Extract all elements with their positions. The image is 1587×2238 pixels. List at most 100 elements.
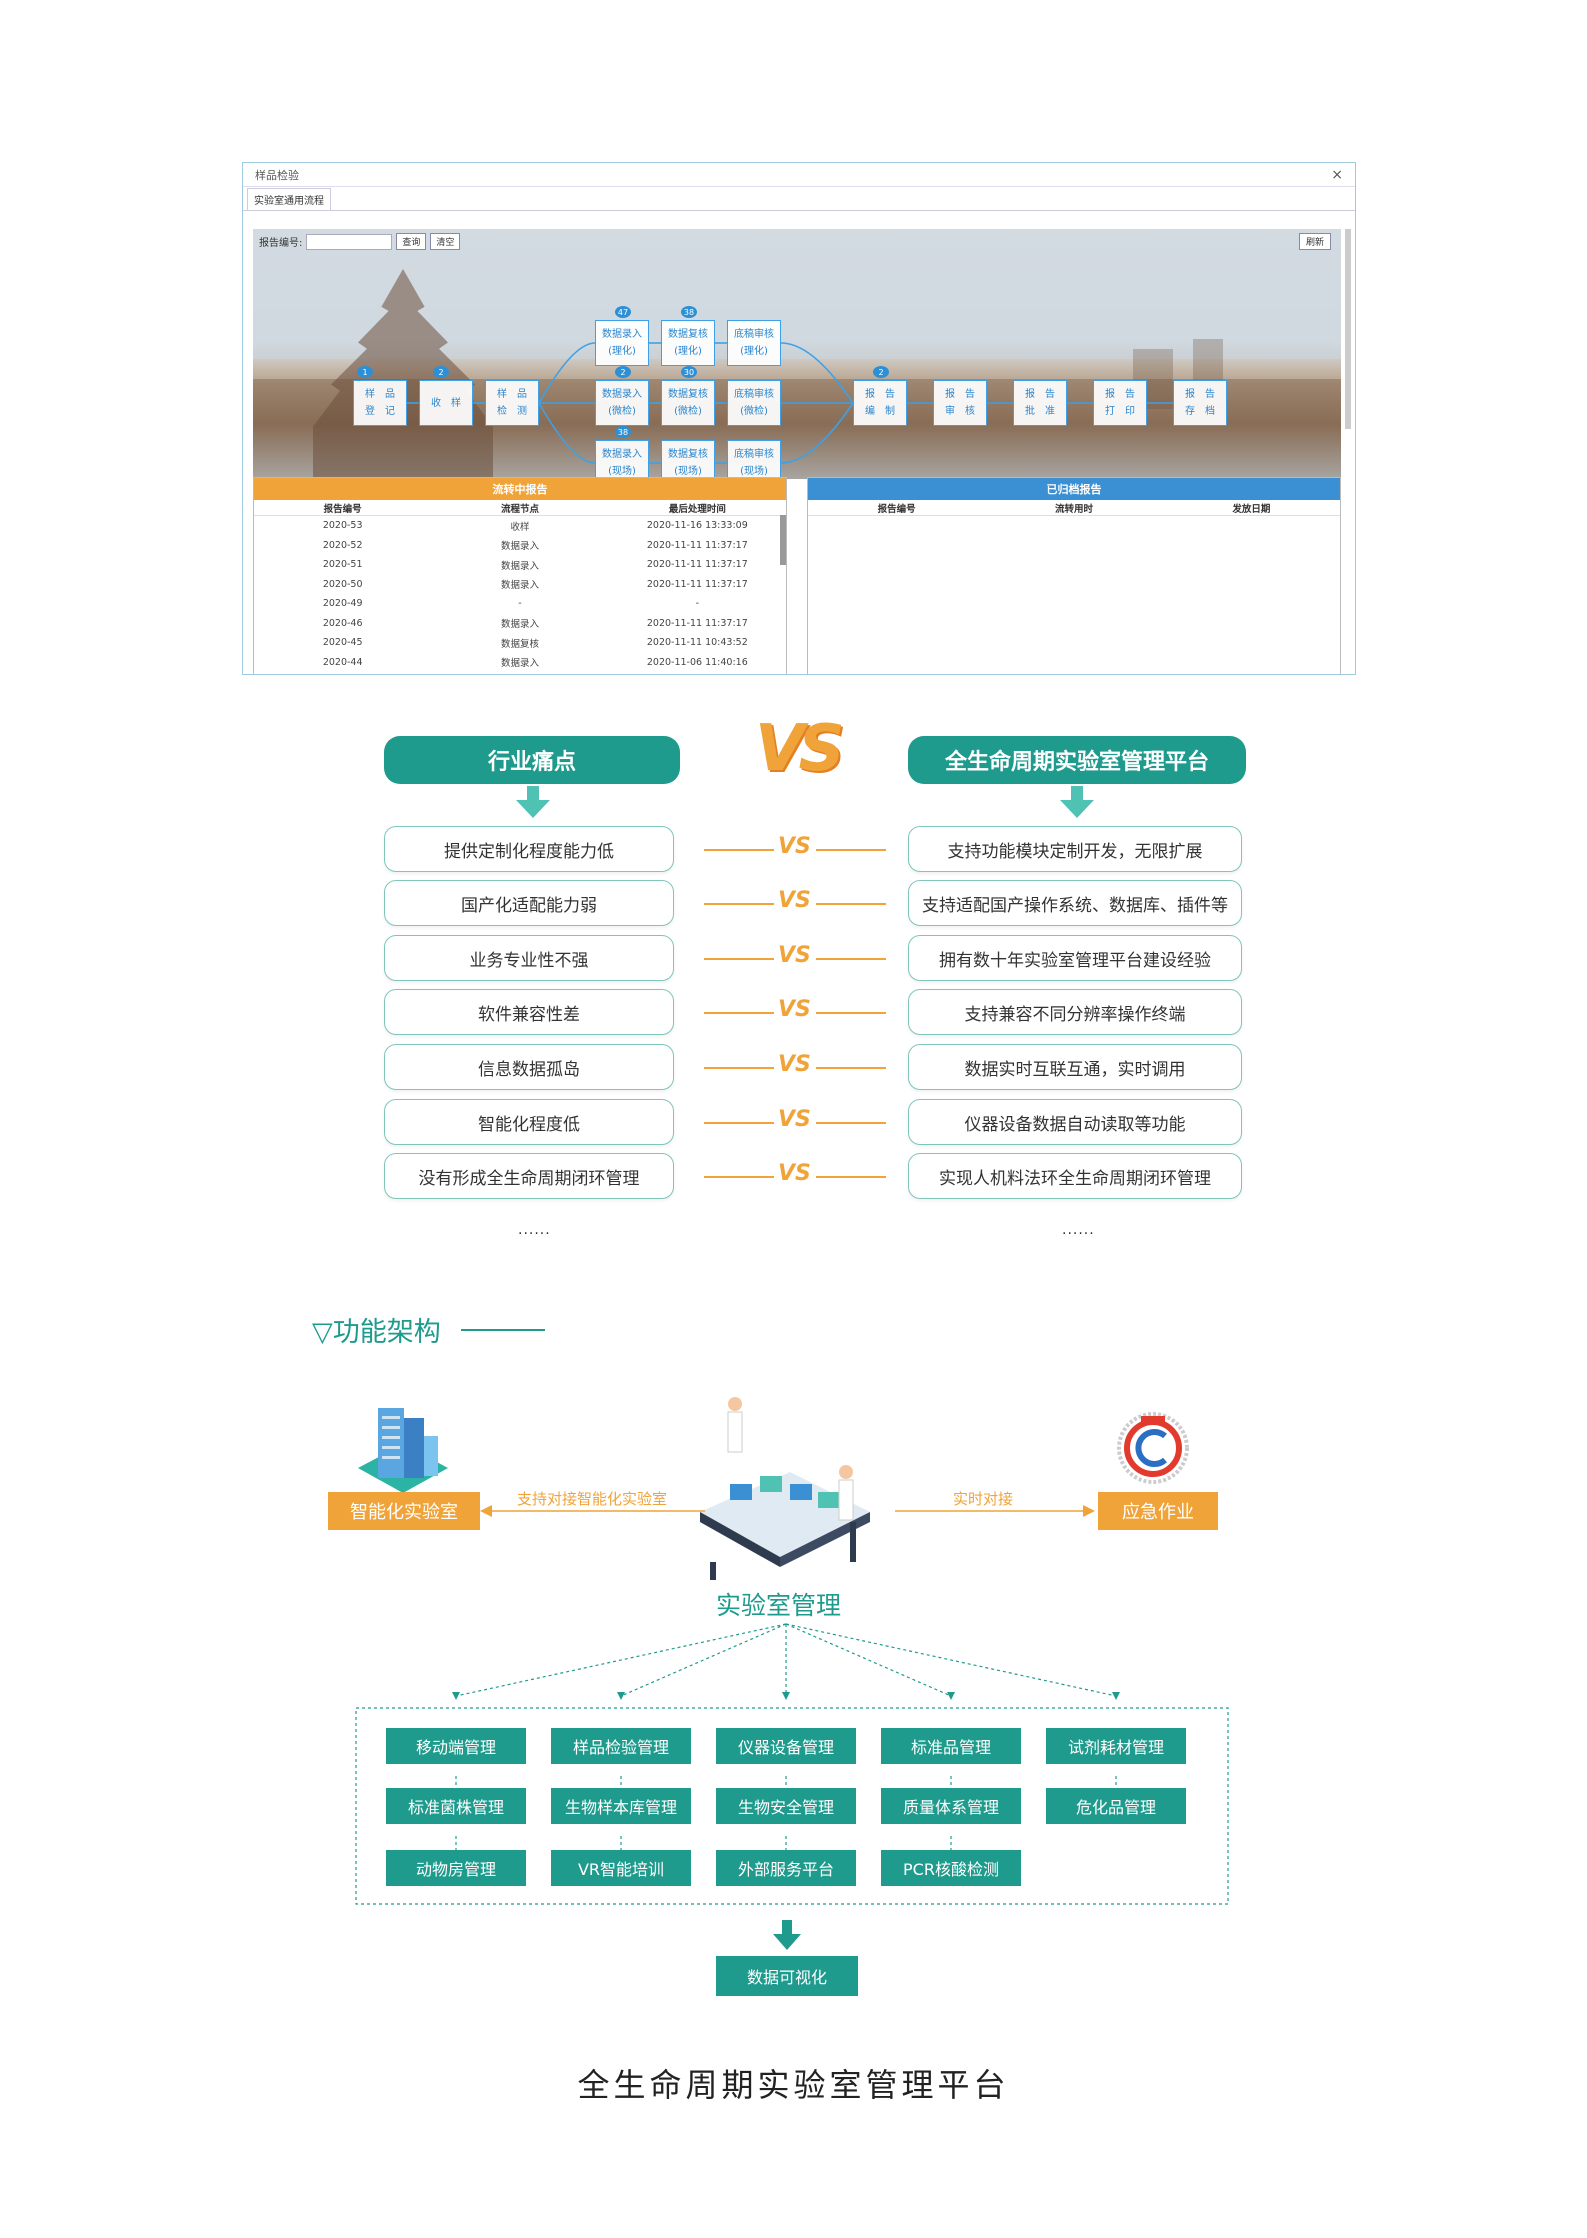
table-cell: 2020-45 <box>322 637 363 649</box>
clear-button[interactable]: 清空 <box>430 233 461 250</box>
module-box: 生物安全管理 <box>716 1788 856 1824</box>
platform-advantage-item: 支持兼容不同分辨率操作终端 <box>908 989 1242 1035</box>
query-button[interactable]: 查询 <box>396 233 427 250</box>
flow-node-draft-audit-micro[interactable]: 底稿审核 (微检) <box>727 380 781 426</box>
vs-mark: VS <box>778 1107 811 1132</box>
scrollbar[interactable] <box>780 515 786 565</box>
data-visualization-box: 数据可视化 <box>716 1956 858 1996</box>
in-process-title: 流转中报告 <box>254 478 786 500</box>
vs-mark: VS <box>778 1161 811 1186</box>
module-box: 标准菌株管理 <box>386 1788 526 1824</box>
vs-connector-line <box>704 1122 774 1124</box>
module-box: 移动端管理 <box>386 1728 526 1764</box>
smart-lab-building-icon <box>358 1408 448 1493</box>
table-cell: 数据录入 <box>500 658 539 670</box>
flow-node-report-audit[interactable]: 报 告 审 核 <box>933 380 987 426</box>
refresh-button[interactable]: 刷新 <box>1298 233 1331 250</box>
archived-title: 已归档报告 <box>808 478 1340 500</box>
window-title: 样品检验 <box>255 168 299 182</box>
table-cell: 2020-11-16 13:33:09 <box>646 520 748 532</box>
down-arrow-icon <box>773 1920 801 1950</box>
vs-connector-line <box>704 1012 774 1014</box>
count-badge: 2 <box>873 366 889 378</box>
platform-advantage-item: 数据实时互联互通，实时调用 <box>908 1044 1242 1090</box>
table-cell: 2020-52 <box>322 539 363 551</box>
left-link-label: 支持对接智能化实验室 <box>517 1490 668 1508</box>
flow-node-data-review-phys[interactable]: 数据复核 (理化) <box>661 320 715 366</box>
flow-node-report-archive[interactable]: 报 告 存 档 <box>1173 380 1227 426</box>
vs-connector-line <box>704 958 774 960</box>
smart-lab-tag: 智能化实验室 <box>328 1492 480 1530</box>
module-box: 动物房管理 <box>386 1850 526 1886</box>
vs-mark: VS <box>778 888 811 913</box>
pain-point-item: 没有形成全生命周期闭环管理 <box>384 1153 674 1199</box>
module-box: 标准品管理 <box>881 1728 1021 1764</box>
table-cell: 收样 <box>510 521 530 533</box>
count-badge: 38 <box>615 426 631 438</box>
vs-connector-line <box>704 903 774 905</box>
close-icon[interactable]: × <box>1331 166 1343 183</box>
left-link-arrow <box>480 1505 705 1517</box>
platform-advantage-item: 支持功能模块定制开发，无限扩展 <box>908 826 1242 872</box>
count-badge: 2 <box>615 366 631 378</box>
vs-connector-line <box>704 1067 774 1069</box>
table-cell: 数据录入 <box>500 560 539 572</box>
sample-inspection-window: 样品检验 × 实验室通用流程 报告编号: 查询 清空 刷新 <box>242 162 1356 675</box>
more-ellipsis: ...... <box>1062 1222 1095 1238</box>
flow-node-data-entry-phys[interactable]: 数据录入 (理化) <box>595 320 649 366</box>
vs-logo: VS <box>755 712 845 786</box>
table-cell: 2020-53 <box>322 520 363 532</box>
count-badge: 1 <box>357 366 373 378</box>
pain-point-item: 信息数据孤岛 <box>384 1044 674 1090</box>
table-row[interactable]: 2020-49-- <box>254 594 786 614</box>
module-box: 质量体系管理 <box>881 1788 1021 1824</box>
vs-connector-line <box>816 958 886 960</box>
table-cell: 2020-11-06 11:40:16 <box>646 656 748 668</box>
report-number-input[interactable] <box>306 233 393 250</box>
table-cell: 2020-11-11 11:37:17 <box>646 578 748 590</box>
count-badge: 47 <box>615 306 631 318</box>
flow-node-sample-test[interactable]: 样 品 检 测 <box>485 380 539 426</box>
vs-connector-line <box>816 849 886 851</box>
vs-connector-line <box>704 849 774 851</box>
module-box: 样品检验管理 <box>551 1728 691 1764</box>
platform-advantage-item: 支持适配国产操作系统、数据库、插件等 <box>908 880 1242 926</box>
table-cell: - <box>518 598 522 610</box>
table-row[interactable]: 2020-50 数据录入 2020-11-11 11:37:17 <box>254 575 786 595</box>
table-row[interactable]: 2020-53 收样 2020-11-16 13:33:09 <box>254 516 786 536</box>
module-box: 危化品管理 <box>1046 1788 1186 1824</box>
flow-node-sample-register[interactable]: 样 品 登 记 <box>353 380 407 426</box>
table-cell: 2020-11-11 11:37:17 <box>646 617 748 629</box>
scrollbar[interactable] <box>1345 229 1351 429</box>
pain-point-item: 国产化适配能力弱 <box>384 880 674 926</box>
tab-lab-general-flow[interactable]: 实验室通用流程 <box>247 188 331 210</box>
more-ellipsis: ...... <box>518 1222 551 1238</box>
count-badge: 2 <box>433 366 449 378</box>
vs-connector-line <box>816 903 886 905</box>
flow-node-report-print[interactable]: 报 告 打 印 <box>1093 380 1147 426</box>
table-row[interactable]: 2020-44 数据录入 2020-11-06 11:40:16 <box>254 653 786 673</box>
table-cell: 数据录入 <box>500 580 539 592</box>
table-cell: 2020-50 <box>322 578 363 590</box>
table-cell: 数据复核 <box>500 638 539 650</box>
flow-node-report-approve[interactable]: 报 告 批 准 <box>1013 380 1067 426</box>
flow-node-report-compile[interactable]: 报 告 编 制 <box>853 380 907 426</box>
emergency-tag: 应急作业 <box>1098 1492 1218 1530</box>
table-cell: 2020-44 <box>322 656 363 668</box>
table-cell: 2020-49 <box>322 598 363 610</box>
flow-node-data-review-micro[interactable]: 数据复核 (微检) <box>661 380 715 426</box>
flow-node-receive[interactable]: 收 样 <box>419 380 473 426</box>
count-badge: 38 <box>681 306 697 318</box>
flow-node-data-entry-micro[interactable]: 数据录入 (微检) <box>595 380 649 426</box>
pain-point-item: 业务专业性不强 <box>384 935 674 981</box>
module-box: 仪器设备管理 <box>716 1728 856 1764</box>
down-arrow-icon <box>1060 786 1094 818</box>
flow-node-draft-audit-phys[interactable]: 底稿审核 (理化) <box>727 320 781 366</box>
pain-points-header: 行业痛点 <box>384 736 680 784</box>
module-box: VR智能培训 <box>551 1850 691 1886</box>
